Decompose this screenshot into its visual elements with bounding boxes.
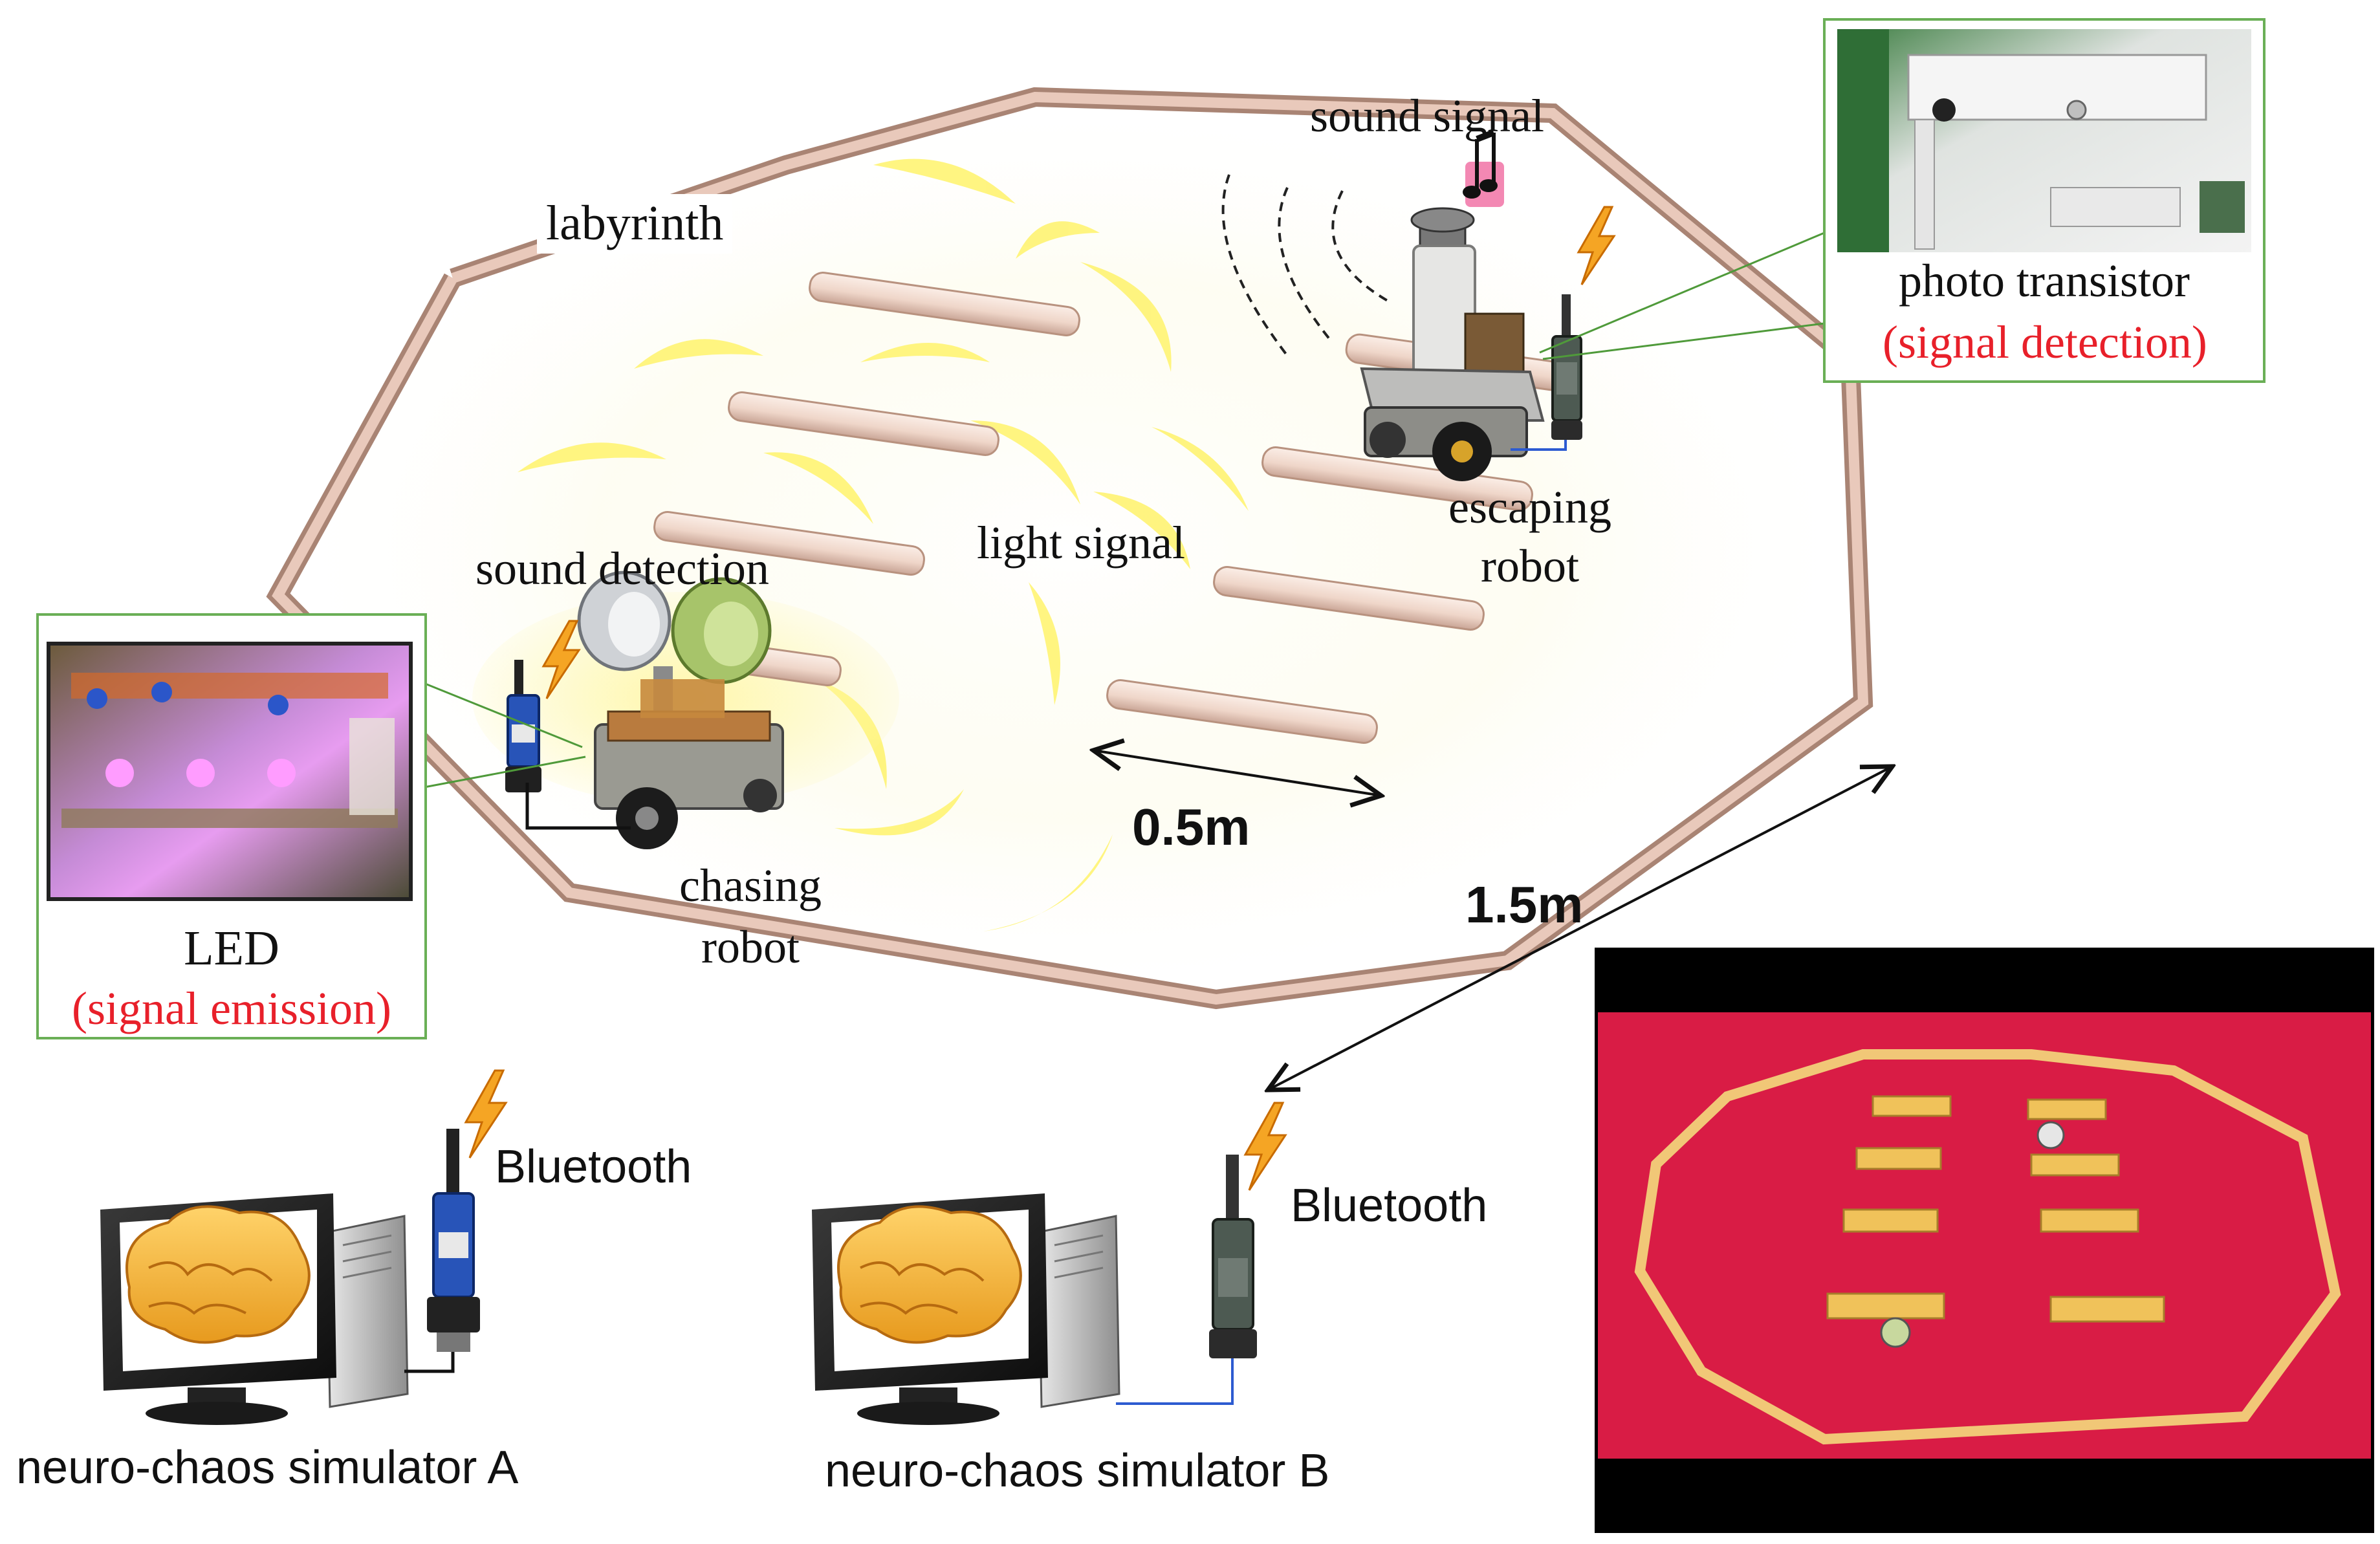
label-sound-signal: sound signal [1310,90,1545,142]
computer-tower-icon [1037,1215,1120,1408]
obstacle-bar [809,272,1080,336]
sound-waves [1221,174,1389,357]
chasing-robot-icon [577,571,784,849]
brain-icon [837,1205,1022,1344]
light-wave [518,442,666,472]
label-signal-emission: (signal emission) [72,983,391,1034]
label-bluetooth-a: Bluetooth [495,1141,692,1193]
obstacle-bar [1261,446,1533,511]
light-wave [1080,262,1172,372]
sound-wave [1331,190,1389,302]
escaping-robot-icon [1360,207,1545,481]
computer-a [100,1069,508,1425]
bluetooth-module-icon [1209,1155,1257,1358]
computer-a-cable [404,1352,455,1373]
lightning-icon [1577,206,1616,285]
light-wave [1093,492,1190,569]
label-sound-detection: sound detection [475,543,769,594]
label-simulator-a: neuro-chaos simulator A [16,1442,519,1494]
label-distance-small: 0.5m [1132,798,1250,856]
lightning-icon [464,1069,508,1158]
light-wave [634,339,763,369]
label-light-signal: light signal [977,517,1185,569]
obstacle-bar [653,511,925,576]
obstacle-bar [728,391,999,456]
callout-line [1539,232,1825,354]
sound-wave [1278,187,1334,344]
distance-arrow-large [1268,767,1892,1090]
music-note-icon [1463,129,1504,207]
label-signal-detection: (signal detection) [1883,316,2207,368]
callout-line [1542,322,1825,360]
lightning-icon [541,620,581,699]
label-labyrinth: labyrinth [537,194,733,254]
light-wave [835,789,964,836]
light-wave [860,343,990,362]
callout-line [413,678,583,748]
obstacle-bar [1106,679,1378,744]
sound-wave [1221,174,1289,357]
label-chasing-robot: chasing robot [647,860,854,973]
bluetooth-module-icon [1551,294,1582,440]
light-wave [763,452,873,524]
callout-line [413,756,586,790]
label-escaping-robot-line1: escaping [1448,481,1611,533]
label-simulator-b: neuro-chaos simulator B [825,1445,1330,1497]
arena-photo [1595,948,2374,1533]
escaping-robot-cable [1511,440,1567,451]
label-escaping-robot-line2: robot [1481,540,1579,593]
label-chasing-robot-line1: chasing [679,860,822,911]
bluetooth-module-icon [505,660,541,792]
light-wave [1016,221,1100,259]
led-board-photo [47,642,413,901]
label-distance-large: 1.5m [1465,876,1584,933]
brain-icon [126,1205,311,1344]
label-escaping-robot: escaping robot [1420,481,1640,593]
light-wave [970,420,1080,505]
label-led: LED [184,921,279,975]
label-bluetooth-b: Bluetooth [1291,1180,1488,1232]
computer-b [812,1102,1287,1425]
label-photo-transistor: photo transistor [1899,255,2190,307]
lightning-icon [1243,1102,1287,1191]
photo-transistor-photo [1837,29,2251,252]
bluetooth-module-icon [427,1129,480,1352]
computer-tower-icon [325,1215,409,1408]
light-signal-waves [518,158,1249,931]
callout-lines [413,232,1825,790]
light-wave [1029,582,1060,705]
label-chasing-robot-line2: robot [701,921,800,973]
computer-b-cable [1116,1358,1234,1405]
labyrinth-wall-top [272,91,1869,1005]
light-wave [873,158,1016,204]
chasing-robot-cable [525,783,631,830]
obstacle-bar [1213,566,1485,631]
